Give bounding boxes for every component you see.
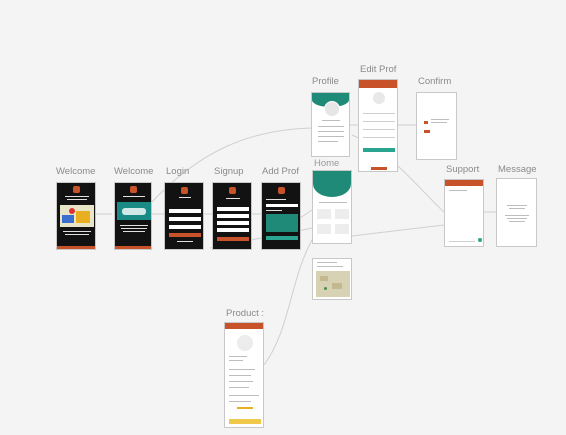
avatar	[373, 92, 385, 104]
label-support: Support	[446, 164, 480, 175]
business-field[interactable]	[266, 204, 298, 207]
phone-field[interactable]	[363, 126, 395, 130]
password-field[interactable]	[217, 221, 249, 225]
screen-support[interactable]	[444, 179, 484, 247]
update-button[interactable]	[363, 148, 395, 152]
screen-message[interactable]	[496, 178, 537, 247]
screen-add-prof[interactable]	[261, 182, 301, 250]
logo-icon	[73, 186, 80, 193]
screen-signup[interactable]	[212, 182, 252, 250]
screen-home-map[interactable]	[312, 258, 352, 300]
category-card[interactable]	[335, 209, 349, 219]
save-button[interactable]	[266, 236, 298, 240]
confirm-icon	[424, 121, 428, 124]
label-welcome-1: Welcome	[56, 166, 96, 177]
label-profile: Profile	[312, 76, 339, 87]
label-message: Message	[498, 164, 537, 175]
logo-icon	[278, 187, 285, 194]
category-card[interactable]	[317, 224, 331, 234]
category-panel[interactable]	[266, 214, 298, 232]
product-image	[237, 335, 253, 351]
illustration-image	[60, 205, 94, 227]
label-login: Login	[166, 166, 190, 177]
car-illustration	[117, 202, 151, 220]
screen-welcome-2[interactable]	[114, 182, 152, 250]
screen-edit-prof[interactable]	[358, 79, 398, 172]
phone-field[interactable]	[169, 225, 201, 229]
screen-welcome-1[interactable]	[56, 182, 96, 250]
email-field[interactable]	[217, 214, 249, 218]
label-product: Product :	[226, 308, 265, 319]
buy-button[interactable]	[229, 419, 261, 424]
message-input[interactable]	[449, 238, 475, 242]
email-field[interactable]	[169, 209, 201, 213]
logo-icon	[229, 187, 236, 194]
save-button[interactable]	[371, 167, 387, 170]
screen-confirm[interactable]	[416, 92, 457, 160]
map-image	[316, 271, 350, 297]
label-home: Home	[314, 158, 340, 169]
avatar	[324, 101, 340, 117]
label-add-prof: Add Prof	[262, 166, 299, 177]
address-field[interactable]	[363, 134, 395, 138]
label-welcome-2: Welcome	[114, 166, 154, 177]
logo-icon	[181, 187, 188, 194]
screen-home[interactable]	[312, 170, 352, 244]
password-field[interactable]	[169, 217, 201, 221]
screen-product[interactable]	[224, 322, 264, 428]
signup-button[interactable]	[217, 237, 249, 241]
name-field[interactable]	[217, 207, 249, 211]
screen-login[interactable]	[164, 182, 204, 250]
login-button[interactable]	[169, 233, 201, 237]
next-button[interactable]	[57, 246, 95, 249]
label-confirm: Confirm	[418, 76, 452, 87]
send-icon[interactable]	[478, 238, 482, 242]
screen-profile[interactable]	[311, 92, 350, 157]
confirm-field[interactable]	[217, 228, 249, 232]
rating-stars	[237, 407, 253, 409]
label-signup: Signup	[214, 166, 244, 177]
name-field[interactable]	[363, 110, 395, 114]
category-card[interactable]	[335, 224, 349, 234]
logo-icon	[130, 186, 137, 193]
confirm-button[interactable]	[424, 130, 430, 133]
next-button[interactable]	[115, 246, 151, 249]
email-field[interactable]	[363, 118, 395, 122]
category-card[interactable]	[317, 209, 331, 219]
label-edit-prof: Edit Prof	[360, 64, 397, 75]
